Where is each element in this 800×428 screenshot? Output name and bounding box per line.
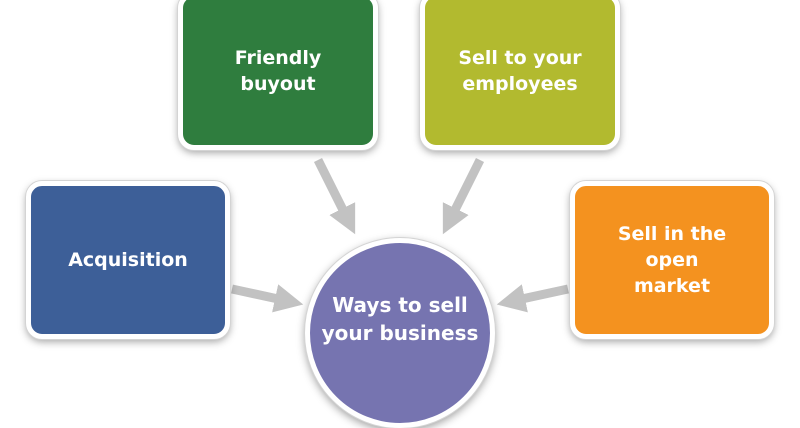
center-label-line: Ways to (332, 293, 422, 317)
arrows-layer (231, 157, 569, 313)
node-friendly-buyout: Friendly buyout (178, 0, 378, 150)
node-label-line: Sell in the (617, 223, 727, 245)
node-label-line: Sell to your (458, 47, 582, 69)
node-label-line: open (645, 249, 699, 271)
center-label-line: business (379, 321, 479, 345)
node-label-line: buyout (240, 73, 316, 95)
diagram-canvas: Friendly buyout Sell to your employees A… (26, 0, 774, 428)
node-sell-in-open-market: Sell in the open market (570, 181, 774, 339)
arrow-employees-to-center (442, 157, 485, 235)
arrow-acquisition-to-center (231, 284, 304, 313)
center-label-line: sell your (321, 293, 468, 345)
node-label-line: market (633, 275, 711, 297)
node-label-line: employees (462, 73, 578, 95)
center-node-ways-to-sell: Ways to sell your business (305, 238, 495, 428)
node-label-line: Acquisition (68, 249, 188, 271)
node-label-line: Friendly (234, 47, 322, 69)
arrow-market-to-center (496, 284, 569, 313)
node-sell-to-employees: Sell to your employees (420, 0, 620, 150)
arrow-friendly-to-center (313, 157, 356, 235)
node-acquisition: Acquisition (26, 181, 230, 339)
